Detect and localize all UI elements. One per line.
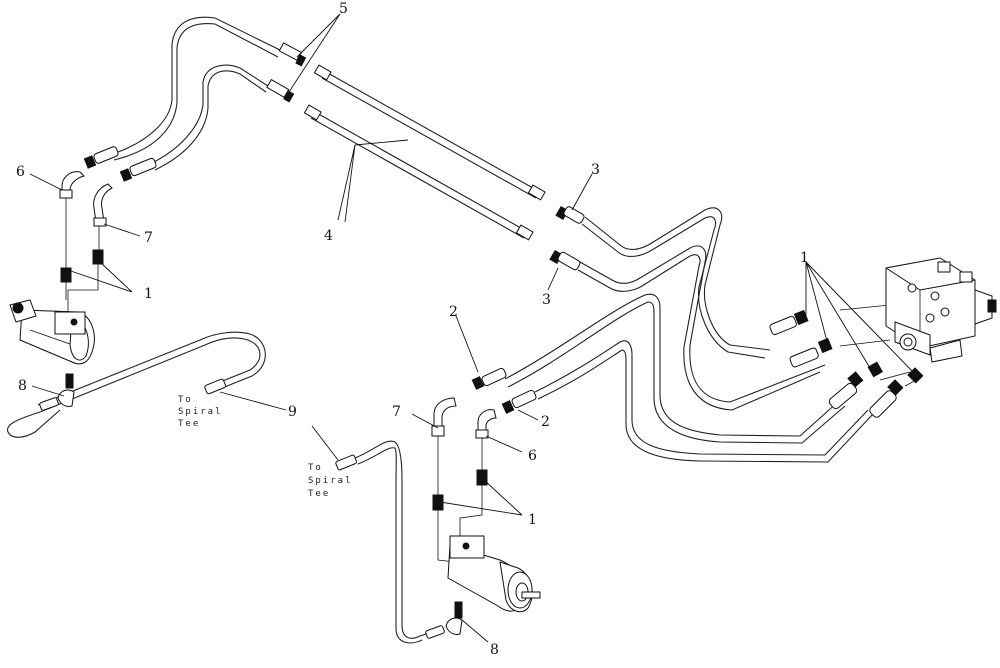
- hose-end-spiral-right: [335, 454, 358, 471]
- callout-5: 5: [339, 1, 348, 17]
- fitting-right-1: [769, 309, 809, 336]
- callout-6-left: 6: [16, 164, 25, 180]
- hose-upper-left-inner: [151, 64, 269, 171]
- hose-right-lower: [534, 340, 874, 463]
- callout-7-left: 7: [144, 230, 153, 246]
- hose-right-middle: [504, 293, 846, 444]
- fitting-2-upper: [471, 367, 507, 390]
- control-valve-block: [885, 257, 997, 363]
- callout-8-left: 8: [18, 378, 27, 394]
- callout-6-center: 6: [528, 448, 537, 464]
- line-1-left-to-motor: [65, 264, 99, 318]
- hose-loop-left: [6, 331, 266, 438]
- note-right-line-1: To: [308, 463, 323, 473]
- fitting-right-2: [789, 337, 833, 368]
- hose-upper-left-outer: [113, 16, 281, 161]
- callout-3-lower: 3: [542, 292, 551, 308]
- elbow-fitting-8-center: [425, 601, 463, 639]
- adapter-1-center-b: [476, 469, 488, 486]
- callout-2-upper: 2: [449, 304, 458, 320]
- tube-end-upper-left: [313, 64, 332, 81]
- hose-long-upper: [581, 207, 771, 359]
- callout-1-center: 1: [528, 512, 537, 528]
- tube-end-lower-left: [303, 104, 322, 121]
- fitting-3b: [549, 249, 581, 271]
- tube-end-lower-right: [515, 224, 534, 241]
- hose-spiral-right: [354, 440, 439, 644]
- callout-3-upper: 3: [591, 162, 600, 178]
- note-to-spiral-tee-left: To Spiral Tee: [178, 395, 223, 429]
- tube-lower: [310, 111, 529, 239]
- callout-7-center: 7: [392, 404, 401, 420]
- elbow-fitting-8-left: [39, 373, 75, 411]
- fitting-3a: [555, 205, 585, 224]
- hose-long-lower: [577, 245, 826, 411]
- note-to-spiral-tee-right: To Spiral Tee: [308, 463, 353, 499]
- fitting-2-lower: [501, 389, 537, 414]
- callout-1-left: 1: [144, 286, 153, 302]
- fitting-right-3: [828, 361, 884, 410]
- note-right-line-3: Tee: [308, 489, 330, 499]
- leader-lines: [29, 13, 916, 643]
- callout-2-lower: 2: [541, 414, 550, 430]
- callout-8-center: 8: [490, 642, 499, 658]
- tube-upper: [321, 71, 541, 199]
- hose-end-9: [204, 378, 227, 395]
- note-left-line-1: To: [178, 395, 193, 405]
- tube-end-upper-right: [527, 184, 546, 201]
- fitting-upper-left-hose-end-2: [119, 157, 157, 182]
- elbow-fitting-7-center: [431, 397, 457, 437]
- motor-left: [9, 299, 95, 365]
- callout-9: 9: [288, 404, 297, 420]
- note-left-line-3: Tee: [178, 419, 200, 429]
- fitting-5b: [266, 78, 295, 103]
- fitting-5a: [278, 42, 307, 67]
- elbow-fitting-7-left: [93, 183, 113, 227]
- fitting-upper-left-hose-end: [83, 146, 119, 169]
- motor-center: [447, 535, 541, 613]
- elbow-fitting-6-left: [59, 171, 85, 199]
- callout-4: 4: [324, 228, 333, 244]
- fitting-right-4: [869, 367, 924, 418]
- note-right-line-2: Spiral: [308, 476, 353, 486]
- callout-1-right: 1: [800, 250, 809, 266]
- adapter-1-left-b: [92, 249, 104, 265]
- note-left-line-2: Spiral: [178, 407, 223, 417]
- elbow-fitting-6-center: [475, 409, 497, 439]
